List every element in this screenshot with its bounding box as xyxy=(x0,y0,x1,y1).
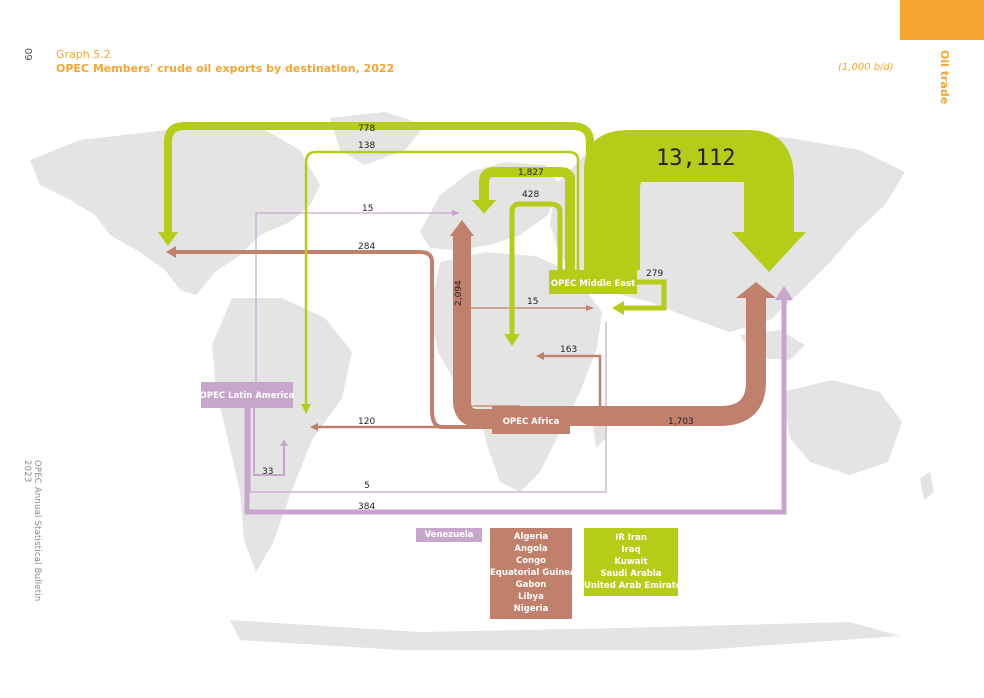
flow-me-africa xyxy=(509,201,563,334)
flow-me-asia xyxy=(584,130,806,272)
legend-member: Equatorial Guinea xyxy=(490,568,576,578)
flow-af-asia xyxy=(570,296,766,426)
label-af-asia: 1,703 xyxy=(668,417,694,427)
legend-middle-east: IR Iran Iraq Kuwait Saudi Arabia United … xyxy=(584,528,687,596)
flow-af-europe xyxy=(453,236,492,427)
arrowhead-me-north-america xyxy=(158,232,178,246)
legend-member: Kuwait xyxy=(614,557,648,567)
arrowhead-me-latin-america xyxy=(301,404,311,414)
label-la-middle-east: 5 xyxy=(364,481,370,491)
section-label: Oil trade xyxy=(938,50,951,105)
legend-member: Congo xyxy=(515,556,547,566)
label-me-middle-east: 279 xyxy=(646,269,663,279)
label-la-asia: 384 xyxy=(358,502,375,512)
label-la-europe: 15 xyxy=(362,204,373,214)
flow-la-asia xyxy=(244,300,787,515)
flow-labels: 778 138 1,827 428 13,112 279 15 284 2,09… xyxy=(262,124,735,512)
legend-member: United Arab Emirates xyxy=(584,581,687,591)
map-new-zealand xyxy=(920,472,934,500)
legend-member: IR Iran xyxy=(615,533,647,543)
arrowhead-af-middle-east xyxy=(586,305,594,311)
legend-member: Gabon xyxy=(515,580,547,590)
arrowhead-af-north-america xyxy=(166,246,176,258)
label-me-north-america: 778 xyxy=(358,124,375,134)
label-af-europe: 2,094 xyxy=(454,280,464,306)
arrowhead-me-africa xyxy=(504,334,520,346)
map-north-america xyxy=(30,125,320,295)
label-me-latin-america: 138 xyxy=(358,141,375,151)
arrowhead-la-latin-america xyxy=(280,439,288,446)
map-greenland xyxy=(330,112,425,165)
label-me-asia: 13,112 xyxy=(656,146,735,171)
footer-text: OPEC Annual Statistical Bulletin 2023 xyxy=(22,460,42,602)
arrowhead-af-latin-america xyxy=(310,423,318,431)
region-box-latin-america: OPEC Latin America xyxy=(200,382,295,408)
label-af-north-america: 284 xyxy=(358,242,375,252)
label-af-middle-east: 15 xyxy=(527,297,538,307)
label-me-europe: 1,827 xyxy=(518,168,544,178)
middle-east-flows xyxy=(158,122,667,414)
label-la-latin-america: 33 xyxy=(262,467,273,477)
map-antarctica xyxy=(230,620,900,650)
legend-africa: Algeria Angola Congo Equatorial Guinea G… xyxy=(490,528,576,619)
flow-af-africa xyxy=(544,354,602,412)
legend-member: Venezuela xyxy=(424,530,474,540)
flow-me-middle-east xyxy=(624,279,667,311)
section-tab xyxy=(900,0,984,40)
latin-america-flows xyxy=(244,210,793,515)
legend-member: Algeria xyxy=(513,532,549,542)
arrowhead-af-asia xyxy=(736,282,776,298)
region-box-africa: OPEC Africa xyxy=(492,406,570,434)
region-box-middle-east: OPEC Middle East xyxy=(549,270,637,294)
legend-member: Libya xyxy=(518,592,544,602)
flow-me-europe xyxy=(479,167,575,270)
legend-latin-america: Venezuela xyxy=(416,528,482,542)
flow-la-europe xyxy=(255,212,452,382)
africa-flows xyxy=(166,220,776,431)
arrowhead-af-africa xyxy=(536,352,544,360)
arrowhead-af-europe xyxy=(450,220,474,236)
arrowhead-me-middle-east xyxy=(612,301,624,315)
flow-me-latin-america xyxy=(304,150,580,404)
arrowhead-la-europe xyxy=(452,210,460,216)
legend-member: Iraq xyxy=(621,545,641,555)
arrowhead-la-asia xyxy=(775,286,793,300)
label-af-africa: 163 xyxy=(560,345,577,355)
flow-la-latin-america xyxy=(253,408,285,476)
legend-member: Saudi Arabia xyxy=(600,569,662,579)
flow-me-north-america xyxy=(164,122,594,270)
region-label-latin-america: OPEC Latin America xyxy=(200,391,295,401)
arrowhead-me-europe xyxy=(472,200,496,214)
label-me-africa: 428 xyxy=(522,190,539,200)
graph-label: Graph 5.2 xyxy=(56,48,111,61)
map-south-america xyxy=(212,298,352,572)
region-label-middle-east: OPEC Middle East xyxy=(551,279,635,289)
region-label-africa: OPEC Africa xyxy=(503,417,560,427)
graph-title: OPEC Members' crude oil exports by desti… xyxy=(56,62,395,75)
map-australia xyxy=(782,380,902,475)
legend-member: Nigeria xyxy=(513,604,549,614)
label-af-latin-america: 120 xyxy=(358,417,375,427)
units-label: (1,000 b/d) xyxy=(838,62,894,73)
legend-member: Angola xyxy=(514,544,548,554)
